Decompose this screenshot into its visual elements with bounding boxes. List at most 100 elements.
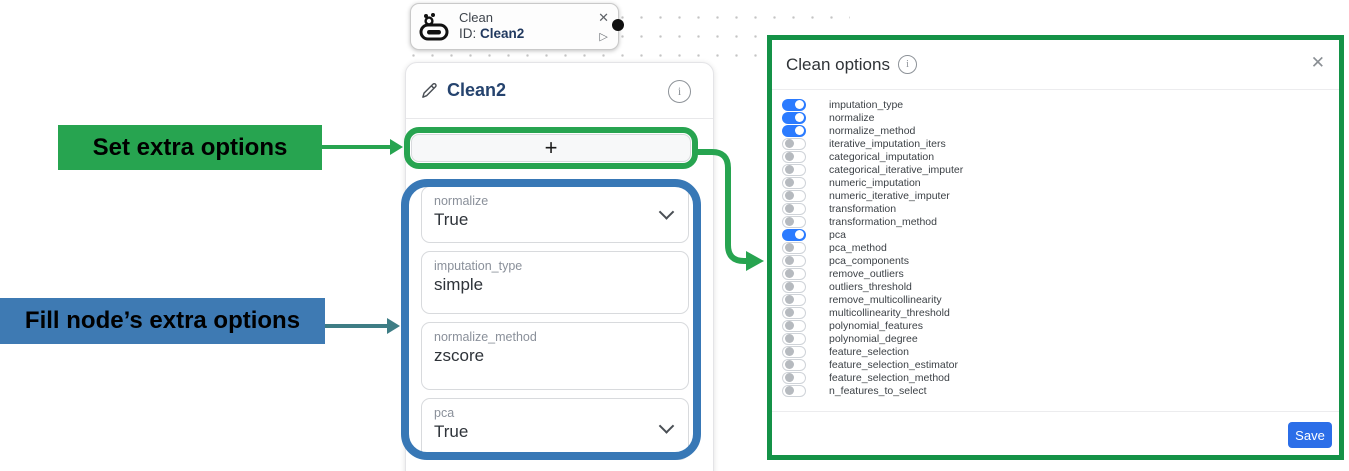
option-toggle-row-transformation_method: transformation_method bbox=[782, 215, 963, 228]
toggle-switch[interactable] bbox=[782, 267, 806, 280]
toggle-switch[interactable] bbox=[782, 124, 806, 137]
toggle-knob bbox=[785, 360, 794, 370]
toggle-knob bbox=[785, 152, 794, 162]
toggle-switch[interactable] bbox=[782, 163, 806, 176]
option-toggle-row-transformation: transformation bbox=[782, 202, 963, 215]
toggle-switch[interactable] bbox=[782, 98, 806, 111]
option-toggle-row-polynomial_degree: polynomial_degree bbox=[782, 332, 963, 345]
toggle-switch[interactable] bbox=[782, 254, 806, 267]
option-toggle-label: remove_outliers bbox=[829, 267, 904, 280]
toggle-switch[interactable] bbox=[782, 241, 806, 254]
save-button[interactable]: Save bbox=[1288, 422, 1332, 448]
run-play-icon[interactable]: ▷ bbox=[599, 30, 608, 43]
connection-handle[interactable] bbox=[612, 19, 624, 31]
option-toggle-label: polynomial_features bbox=[829, 319, 923, 332]
option-field-label: pca bbox=[434, 406, 455, 420]
modal-options-list: imputation_type normalize normalize_meth… bbox=[782, 98, 963, 397]
option-toggle-row-normalize: normalize bbox=[782, 111, 963, 124]
option-toggle-row-categorical_imputation: categorical_imputation bbox=[782, 150, 963, 163]
toggle-switch[interactable] bbox=[782, 358, 806, 371]
toggle-knob bbox=[785, 191, 794, 201]
panel-title: Clean2 bbox=[447, 80, 507, 100]
arrow-shaft bbox=[322, 145, 390, 149]
toggle-knob bbox=[785, 295, 794, 305]
toggle-knob bbox=[785, 139, 794, 149]
option-toggle-label: remove_multicollinearity bbox=[829, 293, 942, 306]
modal-header: Clean options i ✕ bbox=[772, 40, 1339, 89]
option-toggle-label: multicollinearity_threshold bbox=[829, 306, 950, 319]
toggle-switch[interactable] bbox=[782, 176, 806, 189]
option-field-label: imputation_type bbox=[434, 259, 523, 273]
toggle-switch[interactable] bbox=[782, 280, 806, 293]
toggle-switch[interactable] bbox=[782, 137, 806, 150]
node-controls: ✕ ▷ bbox=[598, 11, 609, 43]
soap-clean-icon bbox=[419, 12, 449, 40]
toggle-switch[interactable] bbox=[782, 332, 806, 345]
node-text: Clean ID: Clean2 bbox=[459, 10, 598, 43]
close-icon[interactable]: ✕ bbox=[1310, 53, 1325, 72]
option-toggle-label: normalize_method bbox=[829, 124, 916, 137]
toggle-switch[interactable] bbox=[782, 306, 806, 319]
option-toggle-label: categorical_imputation bbox=[829, 150, 935, 163]
option-toggle-label: transformation bbox=[829, 202, 897, 215]
option-toggle-row-multicollinearity_threshold: multicollinearity_threshold bbox=[782, 306, 963, 319]
option-toggle-label: numeric_imputation bbox=[829, 176, 921, 189]
option-toggle-label: polynomial_degree bbox=[829, 332, 918, 345]
toggle-switch[interactable] bbox=[782, 345, 806, 358]
toggle-knob bbox=[795, 113, 804, 122]
option-toggle-label: pca bbox=[829, 228, 846, 241]
add-extra-options-button[interactable]: + bbox=[411, 134, 691, 162]
panel-divider bbox=[406, 118, 713, 119]
option-toggle-label: iterative_imputation_iters bbox=[829, 137, 946, 150]
info-icon[interactable]: i bbox=[897, 55, 917, 74]
close-icon[interactable]: ✕ bbox=[598, 9, 609, 25]
option-toggle-label: n_features_to_select bbox=[829, 384, 927, 397]
option-toggle-row-normalize_method: normalize_method bbox=[782, 124, 963, 137]
option-field-pca[interactable]: pca True bbox=[421, 398, 689, 460]
option-toggle-label: pca_method bbox=[829, 241, 887, 254]
toggle-switch[interactable] bbox=[782, 215, 806, 228]
annotation-fill-extra-options: Fill node’s extra options bbox=[0, 298, 325, 344]
option-field-imputation_type[interactable]: imputation_type simple bbox=[421, 251, 689, 314]
option-toggle-row-outliers_threshold: outliers_threshold bbox=[782, 280, 963, 293]
toggle-knob bbox=[795, 126, 804, 135]
toggle-knob bbox=[785, 308, 794, 318]
option-field-normalize_method[interactable]: normalize_method zscore bbox=[421, 322, 689, 390]
toggle-switch[interactable] bbox=[782, 111, 806, 124]
modal-header-divider bbox=[772, 89, 1339, 90]
option-field-value: True bbox=[434, 210, 469, 229]
toggle-switch[interactable] bbox=[782, 384, 806, 397]
annotation-set-extra-options: Set extra options bbox=[58, 125, 322, 170]
option-toggle-label: transformation_method bbox=[829, 215, 937, 228]
toggle-switch[interactable] bbox=[782, 228, 806, 241]
toggle-switch[interactable] bbox=[782, 293, 806, 306]
option-toggle-label: outliers_threshold bbox=[829, 280, 912, 293]
arrow-head bbox=[390, 139, 403, 155]
option-toggle-row-iterative_imputation_iters: iterative_imputation_iters bbox=[782, 137, 963, 150]
toggle-knob bbox=[785, 165, 794, 175]
option-field-value: zscore bbox=[434, 346, 485, 365]
option-field-value: simple bbox=[434, 275, 484, 294]
option-field-label: normalize_method bbox=[434, 330, 537, 344]
info-icon[interactable]: i bbox=[668, 80, 691, 103]
toggle-knob bbox=[785, 243, 794, 253]
toggle-switch[interactable] bbox=[782, 150, 806, 163]
option-field-normalize[interactable]: normalize True bbox=[421, 186, 689, 243]
clean-node-card[interactable]: Clean ID: Clean2 ✕ ▷ bbox=[410, 3, 624, 50]
option-toggle-label: feature_selection_estimator bbox=[829, 358, 958, 371]
option-toggle-label: imputation_type bbox=[829, 98, 904, 111]
toggle-knob bbox=[785, 204, 794, 214]
panel-header: Clean2 i bbox=[406, 63, 713, 118]
toggle-switch[interactable] bbox=[782, 189, 806, 202]
toggle-switch[interactable] bbox=[782, 319, 806, 332]
toggle-knob bbox=[795, 230, 804, 239]
node-id-row: ID: Clean2 bbox=[459, 26, 598, 43]
set-extra-options-highlight: + bbox=[404, 127, 698, 169]
option-toggle-row-numeric_imputation: numeric_imputation bbox=[782, 176, 963, 189]
toggle-switch[interactable] bbox=[782, 202, 806, 215]
option-toggle-row-numeric_iterative_imputer: numeric_iterative_imputer bbox=[782, 189, 963, 202]
clean-options-modal: Clean options i ✕ imputation_type normal… bbox=[767, 35, 1344, 460]
toggle-knob bbox=[785, 334, 794, 344]
toggle-switch[interactable] bbox=[782, 371, 806, 384]
